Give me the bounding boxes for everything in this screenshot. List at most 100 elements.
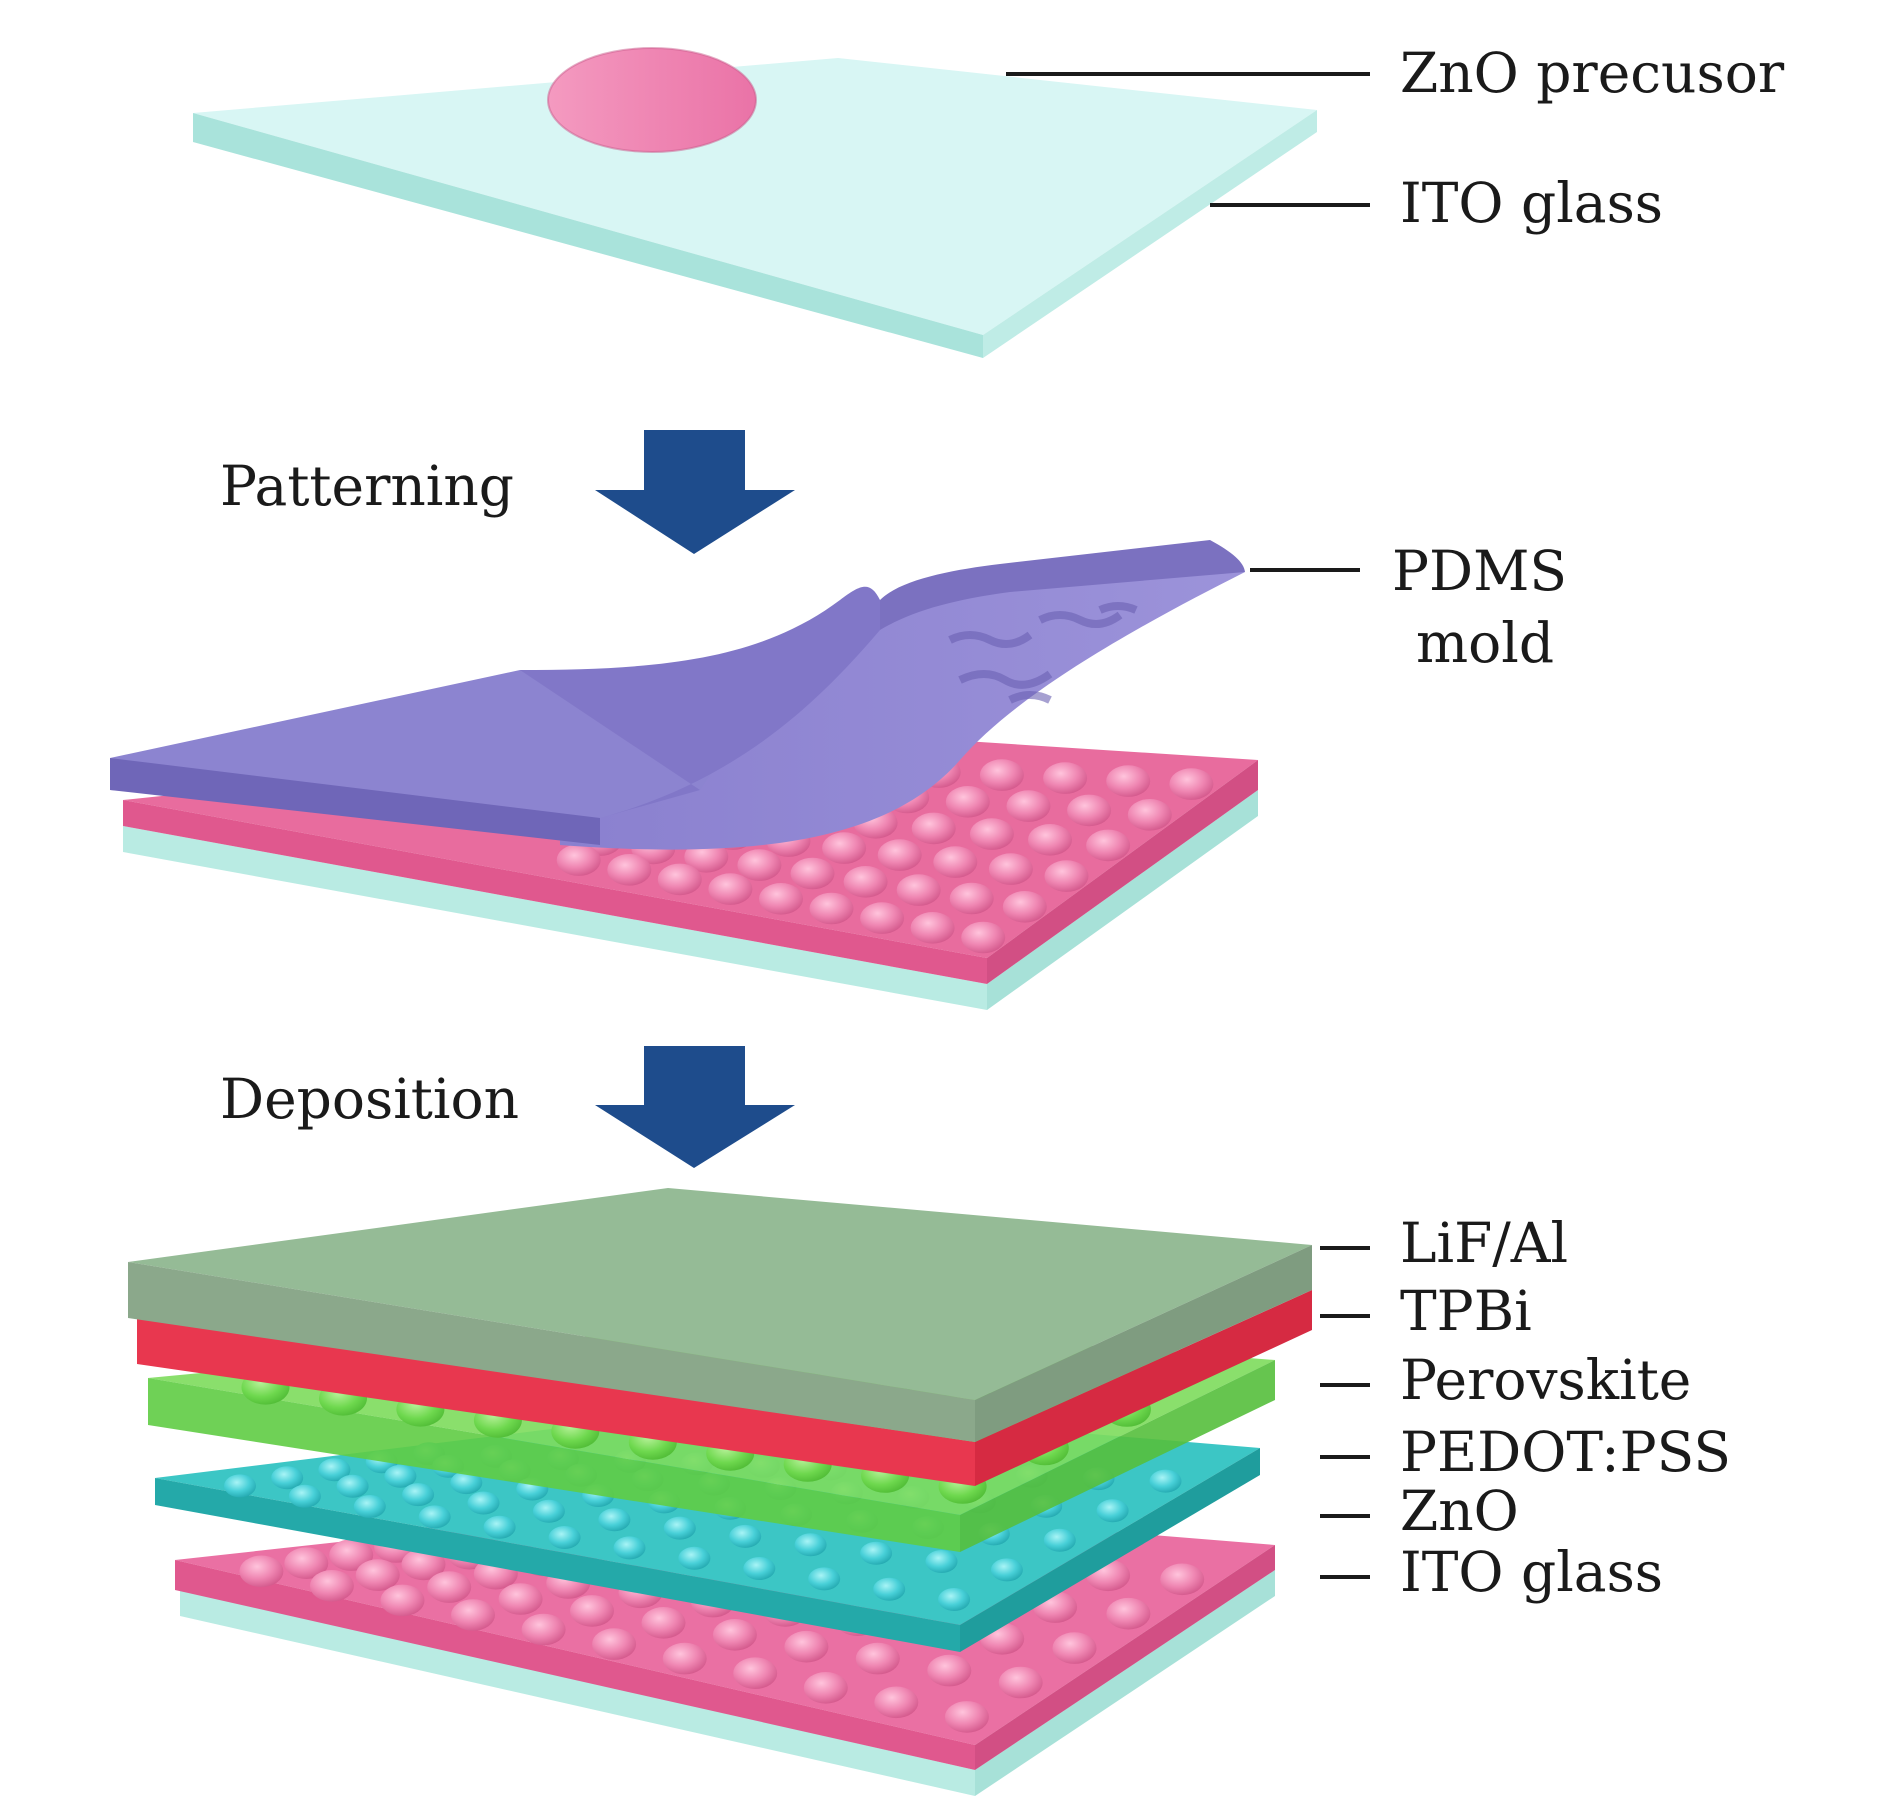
nanobump [1160, 1563, 1205, 1596]
perovskite-layer-front-face [148, 1378, 960, 1552]
label-tpbi: TPBi [1400, 1279, 1532, 1343]
pdms-mold-flap [560, 548, 1245, 850]
nanobump [1096, 1499, 1129, 1523]
lif-al-layer-front-face [128, 1262, 975, 1442]
nanobump [979, 759, 1024, 791]
ito-glass-right-face [987, 790, 1258, 1010]
nanobump [418, 1505, 451, 1529]
nanobump [877, 839, 922, 871]
nanobump [662, 1642, 707, 1675]
label-ito-glass-2: ITO glass [1400, 1540, 1663, 1604]
label-pdms-mold-line1: PDMS [1392, 539, 1567, 603]
zno-precursor-droplet [548, 48, 756, 152]
nanobump [239, 1555, 284, 1588]
nanobump [860, 902, 905, 934]
nanobump [803, 1672, 848, 1704]
zno-precursor-droplet-base [547, 47, 757, 153]
nanobump [729, 1524, 762, 1548]
nanobump [329, 1539, 374, 1571]
ito-glass-top-face [193, 58, 1317, 335]
nanobump [450, 1471, 483, 1495]
ito-glass-front-face [193, 113, 983, 358]
nanobump [1043, 1528, 1076, 1552]
nanobump [532, 1499, 565, 1523]
arrow-down-icon [595, 1046, 795, 1168]
nanobump [288, 1484, 321, 1508]
nanobump [427, 1571, 472, 1603]
pdms-mold-bend [520, 586, 880, 818]
nanobump [737, 849, 782, 881]
nanobump [949, 882, 994, 915]
step3-device-stack [128, 1188, 1312, 1796]
nanobump [548, 1526, 581, 1549]
nanobump [271, 1466, 304, 1490]
nanobump [467, 1491, 500, 1515]
nanobump [822, 832, 867, 864]
nanobump [224, 1474, 256, 1498]
arrow-down-icon [595, 430, 795, 554]
nanobump [1106, 1597, 1151, 1630]
zno-layer-front-face [123, 800, 987, 984]
nanobump [860, 1541, 893, 1565]
nanobump [309, 1570, 354, 1602]
nanobump [402, 1483, 435, 1507]
nanobump [961, 921, 1006, 954]
nanobump [613, 1536, 646, 1560]
nanobump [678, 1546, 711, 1570]
nanobump [380, 1584, 425, 1617]
label-pedot-pss: PEDOT:PSS [1400, 1420, 1731, 1484]
nanobump [1002, 891, 1047, 923]
perovskite-layer-right-face [960, 1360, 1275, 1552]
label-deposition: Deposition [220, 1067, 519, 1131]
nanobump [938, 1588, 971, 1611]
nanobump [592, 1628, 637, 1660]
nanobump [712, 1619, 757, 1651]
nanobump [401, 1548, 446, 1581]
nanobump [521, 1613, 566, 1646]
nanobump [570, 1595, 614, 1627]
lif-al-layer-top-face [128, 1188, 1312, 1400]
nanobump [1169, 768, 1214, 800]
nanobump [1028, 824, 1072, 856]
nanobump [933, 846, 978, 878]
nanobump [1044, 860, 1089, 892]
nanobump [1149, 1469, 1182, 1493]
step1-substrate [193, 47, 1317, 358]
nanobump [284, 1547, 329, 1579]
nanobump [451, 1599, 495, 1631]
label-pdms-mold-line2: mold [1416, 611, 1554, 675]
nanobump [808, 1567, 841, 1591]
nanobump [790, 857, 835, 890]
pdms-mold-texture [948, 602, 1138, 704]
step2-stack [110, 540, 1258, 1010]
nanobump [1052, 1632, 1097, 1664]
nanobump [998, 1666, 1043, 1699]
nanobump [663, 1516, 696, 1540]
label-perovskite: Perovskite [1400, 1348, 1691, 1412]
ito-glass-right-face [975, 1570, 1275, 1796]
nanobump [945, 786, 990, 818]
nanobump [1106, 765, 1151, 797]
nanobump [809, 892, 854, 925]
nanobump [1043, 762, 1088, 794]
tpbi-layer-right-face [975, 1290, 1312, 1486]
nanobump [743, 1557, 776, 1580]
nanobump [925, 1550, 958, 1573]
zno-layer-right-face [987, 760, 1258, 984]
nanobump [855, 1642, 900, 1675]
nanobump [1006, 790, 1051, 822]
nanobump [944, 1701, 989, 1733]
zno-layer-right-face [975, 1545, 1275, 1770]
nanobump [910, 912, 955, 944]
ito-glass-front-face [123, 826, 987, 1010]
pedot-layer-front-face [155, 1478, 960, 1652]
nanobump [927, 1654, 972, 1687]
nanobump [1127, 799, 1172, 831]
nanobump [794, 1533, 827, 1557]
nanobump [1086, 829, 1131, 862]
nanobump [598, 1508, 631, 1532]
nanobump [988, 853, 1033, 885]
pdms-mold-upper [880, 540, 1245, 630]
nanobump [708, 873, 753, 905]
label-zno-precursor: ZnO precusor [1400, 41, 1785, 105]
